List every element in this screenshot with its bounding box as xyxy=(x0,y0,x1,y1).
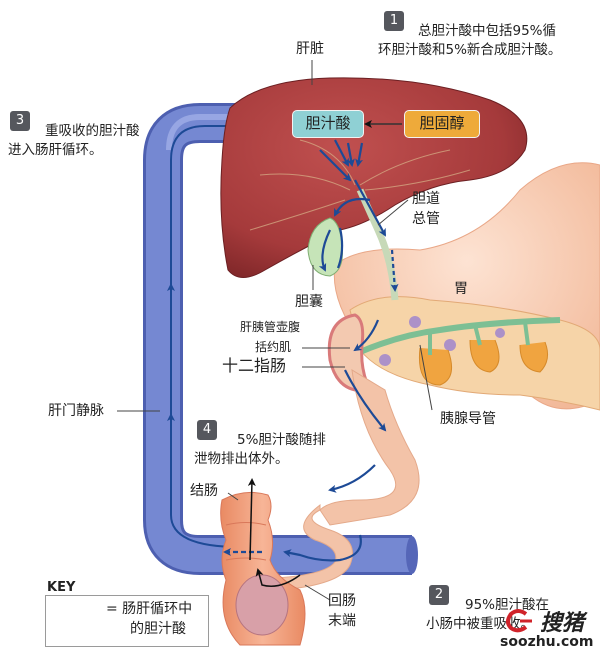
watermark-brand: 搜猪 xyxy=(540,610,585,636)
common-bile-duct-label-2: 总管 xyxy=(412,211,440,227)
common-bile-duct-label-1: 胆道 xyxy=(412,191,440,207)
gallbladder-label: 胆囊 xyxy=(295,294,323,310)
key-title: KEY xyxy=(47,580,76,595)
vein-flow-arrow xyxy=(170,122,287,548)
watermark-logo-icon xyxy=(506,609,532,633)
key-text-line2: 的胆汁酸 xyxy=(130,621,186,637)
step-4-text-line1: 5%胆汁酸随排 xyxy=(237,432,326,448)
colon-label: 结肠 xyxy=(190,483,218,499)
bile-flow-arrows xyxy=(223,139,399,562)
pancreatic-duct-label: 胰腺导管 xyxy=(440,411,496,427)
excretion-arrow xyxy=(255,568,301,587)
key-text-line1: = 肠肝循环中 xyxy=(106,601,193,617)
step-3-badge: 3 xyxy=(10,111,30,131)
bile-acid-box: 胆汁酸 xyxy=(292,110,364,138)
step-2-badge: 2 xyxy=(429,585,449,605)
portal-vein-label: 肝门静脉 xyxy=(48,403,104,419)
liver-vessels xyxy=(249,139,471,231)
portal-vein-end xyxy=(406,536,418,574)
sphincter-label-2: 括约肌 xyxy=(255,340,292,354)
sphincter-label-1: 肝胰管壶腹 xyxy=(240,320,301,334)
cholesterol-box: 胆固醇 xyxy=(404,110,480,138)
pancreatic-duct-shape xyxy=(358,317,561,355)
pancreas xyxy=(349,296,600,411)
leader-lines xyxy=(117,60,433,601)
step-4-text-line2: 泄物排出体外。 xyxy=(194,451,289,467)
ileum-label-1: 回肠 xyxy=(328,593,356,609)
step-4-badge: 4 xyxy=(197,420,217,440)
key-box xyxy=(45,595,209,647)
step-3-text-line2: 进入肠肝循环。 xyxy=(8,142,103,158)
watermark-url: soozhu.com xyxy=(500,634,594,650)
step-1-text-line1: 总胆汁酸中包括95%循 xyxy=(418,23,557,39)
stomach-label: 胃 xyxy=(454,281,468,297)
portal-vein xyxy=(143,103,418,575)
step-1-badge: 1 xyxy=(384,11,404,31)
ileum-label-2: 末端 xyxy=(328,613,356,629)
step-3-text-line1: 重吸收的胆汁酸 xyxy=(45,123,140,139)
liver-label: 肝脏 xyxy=(296,41,324,57)
duodenum-label: 十二指肠 xyxy=(222,356,287,375)
step-2-text-line1: 95%胆汁酸在 xyxy=(465,597,550,613)
step-1-text-line2: 环胆汁酸和5%新合成胆汁酸。 xyxy=(378,42,562,58)
colon-excretion-arrow xyxy=(247,478,256,561)
